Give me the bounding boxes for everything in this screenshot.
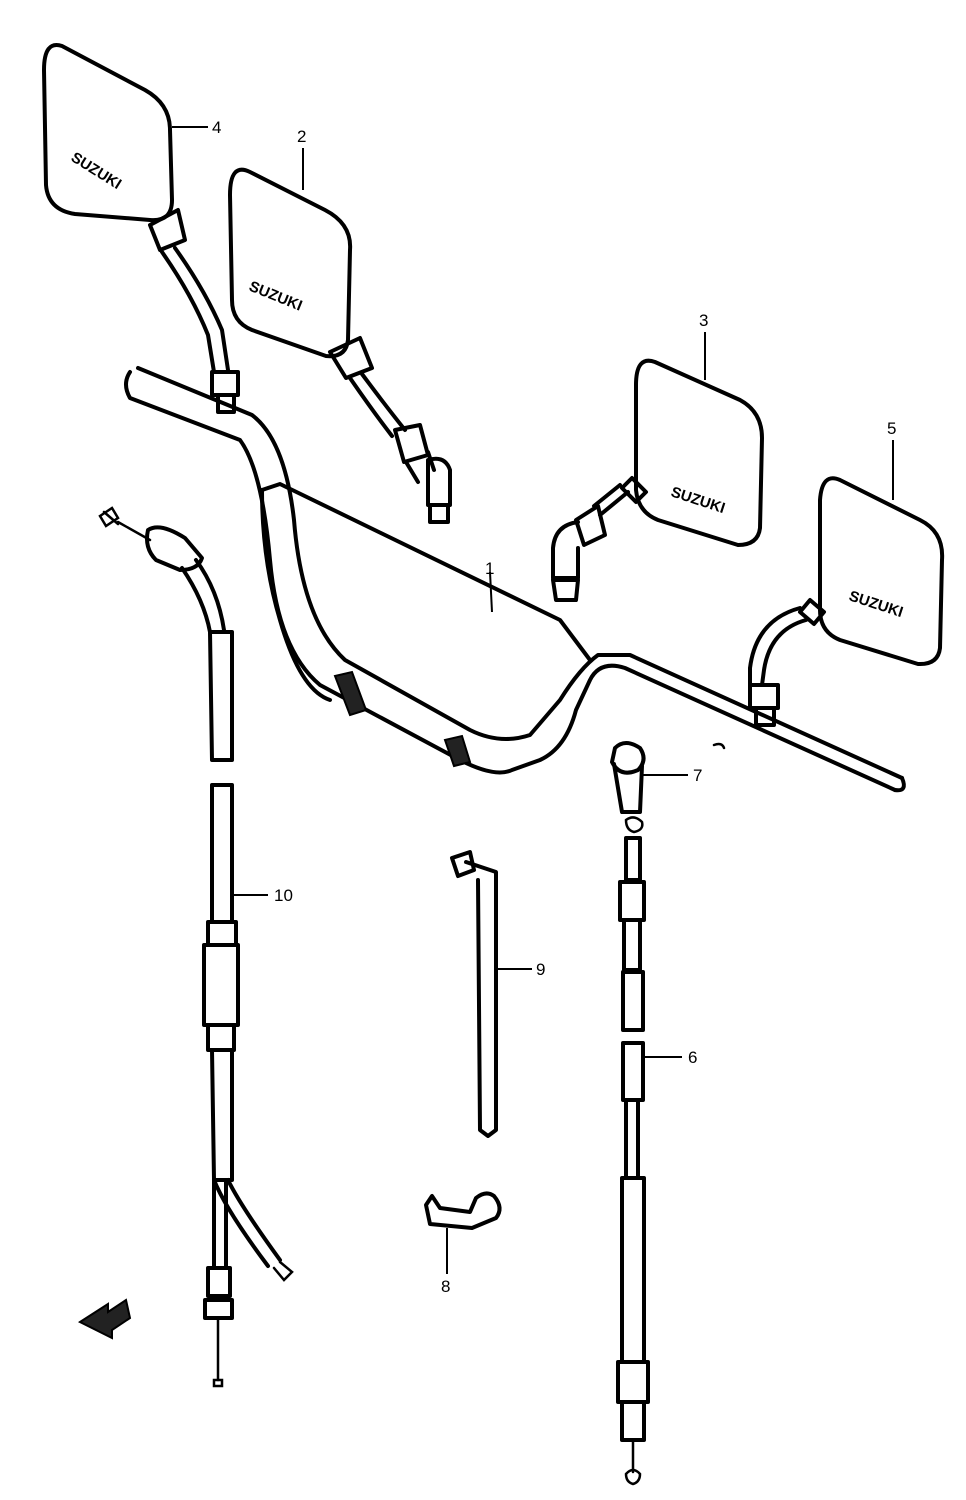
mirror-5[interactable]: SUZUKI [748, 476, 945, 727]
mirror-2[interactable]: SUZUKI [228, 167, 452, 524]
cable-10[interactable] [98, 506, 294, 1388]
handlebar-1[interactable] [124, 366, 906, 793]
callout-8: 8 [441, 1277, 450, 1296]
direction-arrow-icon [77, 1298, 132, 1340]
mirror-3-logo: SUZUKI [669, 484, 727, 517]
grip-cap-7[interactable] [610, 741, 646, 814]
mirror-2-logo: SUZUKI [247, 278, 305, 315]
mirror-5-logo: SUZUKI [847, 588, 905, 621]
cable-6[interactable] [616, 816, 650, 1486]
cable-tie-9[interactable] [450, 850, 498, 1138]
callout-1: 1 [485, 559, 494, 578]
callout-9: 9 [536, 960, 545, 979]
callout-6: 6 [688, 1048, 697, 1067]
callout-5: 5 [887, 419, 896, 438]
callout-4: 4 [212, 118, 221, 137]
callout-7: 7 [693, 766, 702, 785]
callout-3: 3 [699, 311, 708, 330]
callout-10: 10 [274, 886, 293, 905]
leader-1 [489, 571, 493, 613]
clamp-8[interactable] [424, 1191, 502, 1230]
mirror-4-logo: SUZUKI [68, 149, 124, 193]
mirror-3[interactable]: SUZUKI [551, 358, 764, 602]
mirror-4[interactable]: SUZUKI [42, 43, 240, 414]
callout-2: 2 [297, 127, 306, 146]
